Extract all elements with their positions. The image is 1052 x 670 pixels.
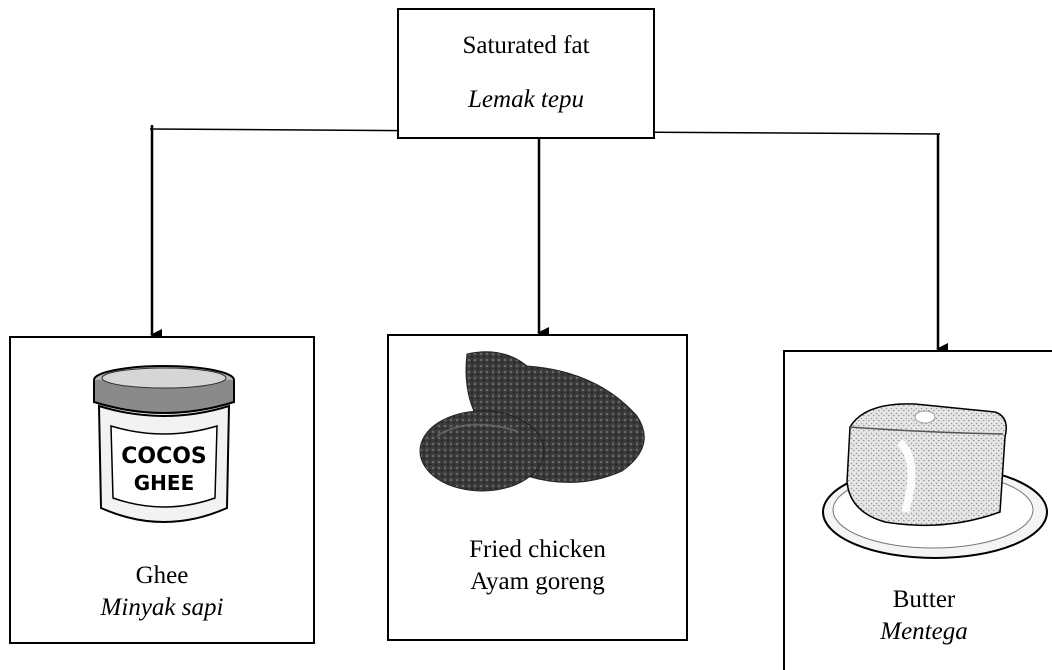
butter-label-english: Butter <box>892 586 956 613</box>
fried-chicken-label-english: Fried chicken <box>469 536 606 563</box>
butter-label: Butter Mentega <box>785 584 1052 648</box>
jar-label-line1: COCOS <box>121 444 207 469</box>
jar-label-line2: GHEE <box>134 471 194 495</box>
fried-chicken-icon <box>419 351 645 492</box>
butter-icon <box>822 403 1048 559</box>
root-node-saturated-fat: Saturated fat Lemak tepu <box>397 8 655 139</box>
node-fried-chicken: Fried chicken Ayam goreng <box>387 334 688 641</box>
butter-label-malay: Mentega <box>880 618 968 645</box>
fried-chicken-label: Fried chicken Ayam goreng <box>389 534 686 598</box>
ghee-jar-icon: COCOS GHEE <box>93 365 235 523</box>
ghee-label-english: Ghee <box>135 562 189 589</box>
node-butter: Butter Mentega <box>783 350 1052 670</box>
node-ghee: COCOS GHEE Ghee Minyak sapi <box>9 336 315 644</box>
ghee-label: Ghee Minyak sapi <box>11 560 313 624</box>
root-label-malay: Lemak tepu <box>468 86 584 113</box>
ghee-label-malay: Minyak sapi <box>100 594 224 621</box>
fried-chicken-label-malay: Ayam goreng <box>470 568 605 595</box>
root-label-english: Saturated fat <box>462 32 590 59</box>
